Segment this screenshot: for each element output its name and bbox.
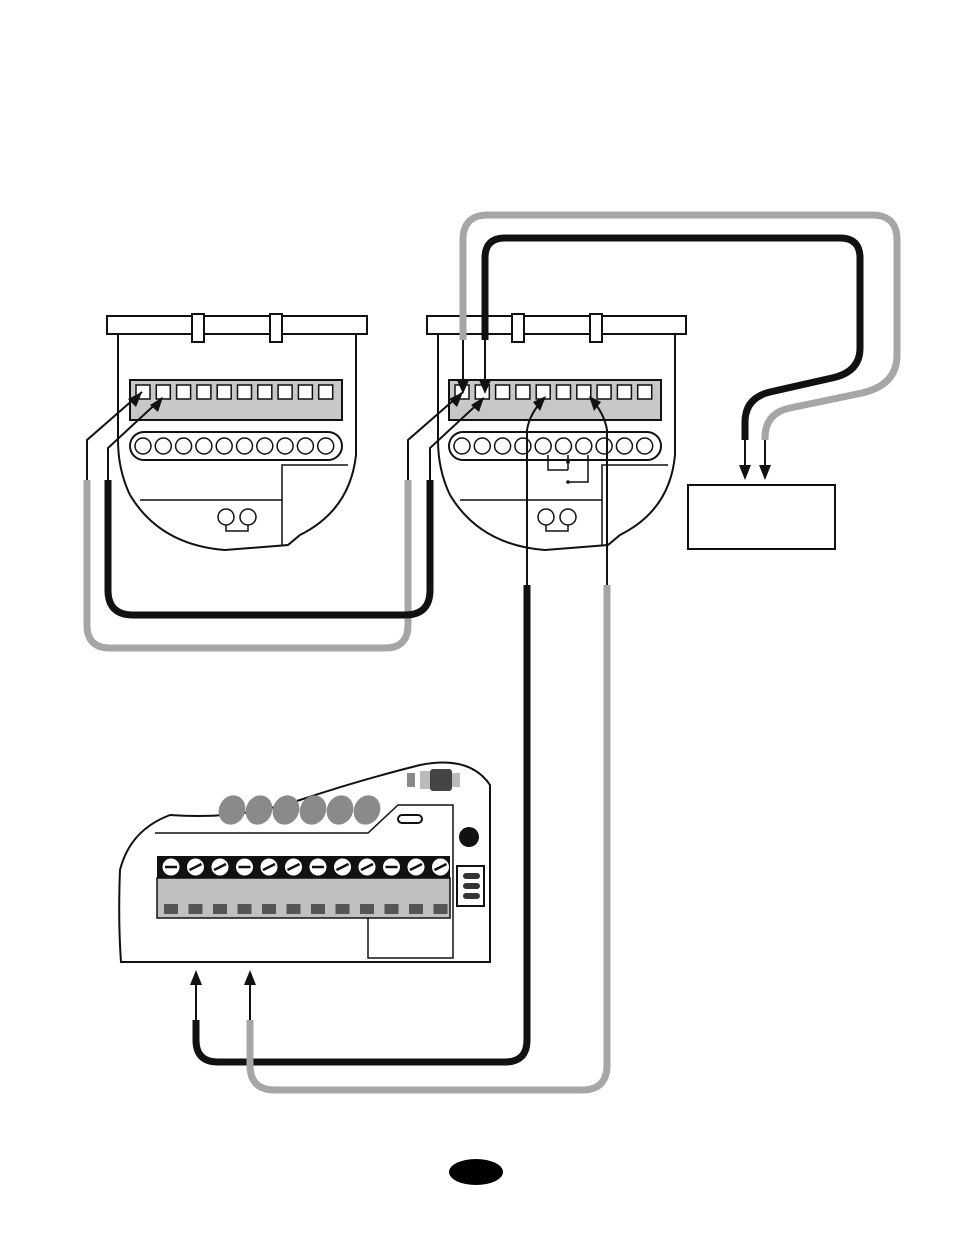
panel-header-pin [463,883,480,889]
panel-jumper [420,771,430,789]
terminal-slot [360,904,374,914]
detector-left-clip [270,314,282,342]
terminal-slot [385,904,399,914]
round-terminal [155,438,171,454]
square-terminal [638,385,652,399]
round-terminal [135,438,151,454]
detector-right-clip [590,314,602,342]
detector-left-clip [192,314,204,342]
square-terminal [298,385,312,399]
detector-left [107,314,367,550]
square-terminal [238,385,252,399]
arrow-head [190,970,202,985]
round-terminal [297,438,313,454]
square-terminal [197,385,211,399]
square-terminal [217,385,231,399]
terminal-slot [189,904,203,914]
square-terminal [258,385,272,399]
panel-button [459,827,479,847]
panel-jumper [452,773,460,787]
detector-right-clip [512,314,524,342]
detector-right [427,314,686,550]
panel-switch [398,815,422,823]
terminal-slot [213,904,227,914]
square-terminal [577,385,591,399]
arrow-head [759,465,771,480]
round-terminal [637,438,653,454]
detector-left-cap [107,316,367,334]
terminal-slot [262,904,276,914]
detector-right-led [560,509,576,525]
terminal-slot [409,904,423,914]
terminal-slot [311,904,325,914]
panel-jumper [407,773,415,787]
terminal-slot [336,904,350,914]
detector-right-led [538,509,554,525]
detector-left-led [218,509,234,525]
round-terminal [596,438,612,454]
terminal-slot [434,904,448,914]
square-terminal [177,385,191,399]
panel-connector [430,769,452,791]
terminal-slot [287,904,301,914]
detector-left-led [240,509,256,525]
round-terminal [318,438,334,454]
square-terminal [597,385,611,399]
square-terminal [496,385,510,399]
square-terminal [516,385,530,399]
arrow-head [244,970,256,985]
round-terminal [196,438,212,454]
round-terminal [454,438,470,454]
page-number-marker [449,1159,503,1185]
round-terminal [216,438,232,454]
square-terminal [536,385,550,399]
square-terminal [319,385,333,399]
round-terminal [237,438,253,454]
round-terminal [535,438,551,454]
terminal-slot [164,904,178,914]
panel-header-pin [463,893,480,899]
square-terminal [278,385,292,399]
round-terminal [616,438,632,454]
control-panel [119,763,490,963]
square-terminal [156,385,170,399]
relay-contact-dot [566,480,570,484]
round-terminal [495,438,511,454]
round-terminal [277,438,293,454]
round-terminal [176,438,192,454]
square-terminal [617,385,631,399]
round-terminal [474,438,490,454]
square-terminal [557,385,571,399]
terminal-slot [238,904,252,914]
arrow-head [739,465,751,480]
panel-header-pin [463,873,480,879]
relay-contact-dot [566,460,570,464]
round-terminal [556,438,572,454]
device-box [688,485,835,549]
round-terminal [257,438,273,454]
round-terminal [515,438,531,454]
round-terminal [576,438,592,454]
